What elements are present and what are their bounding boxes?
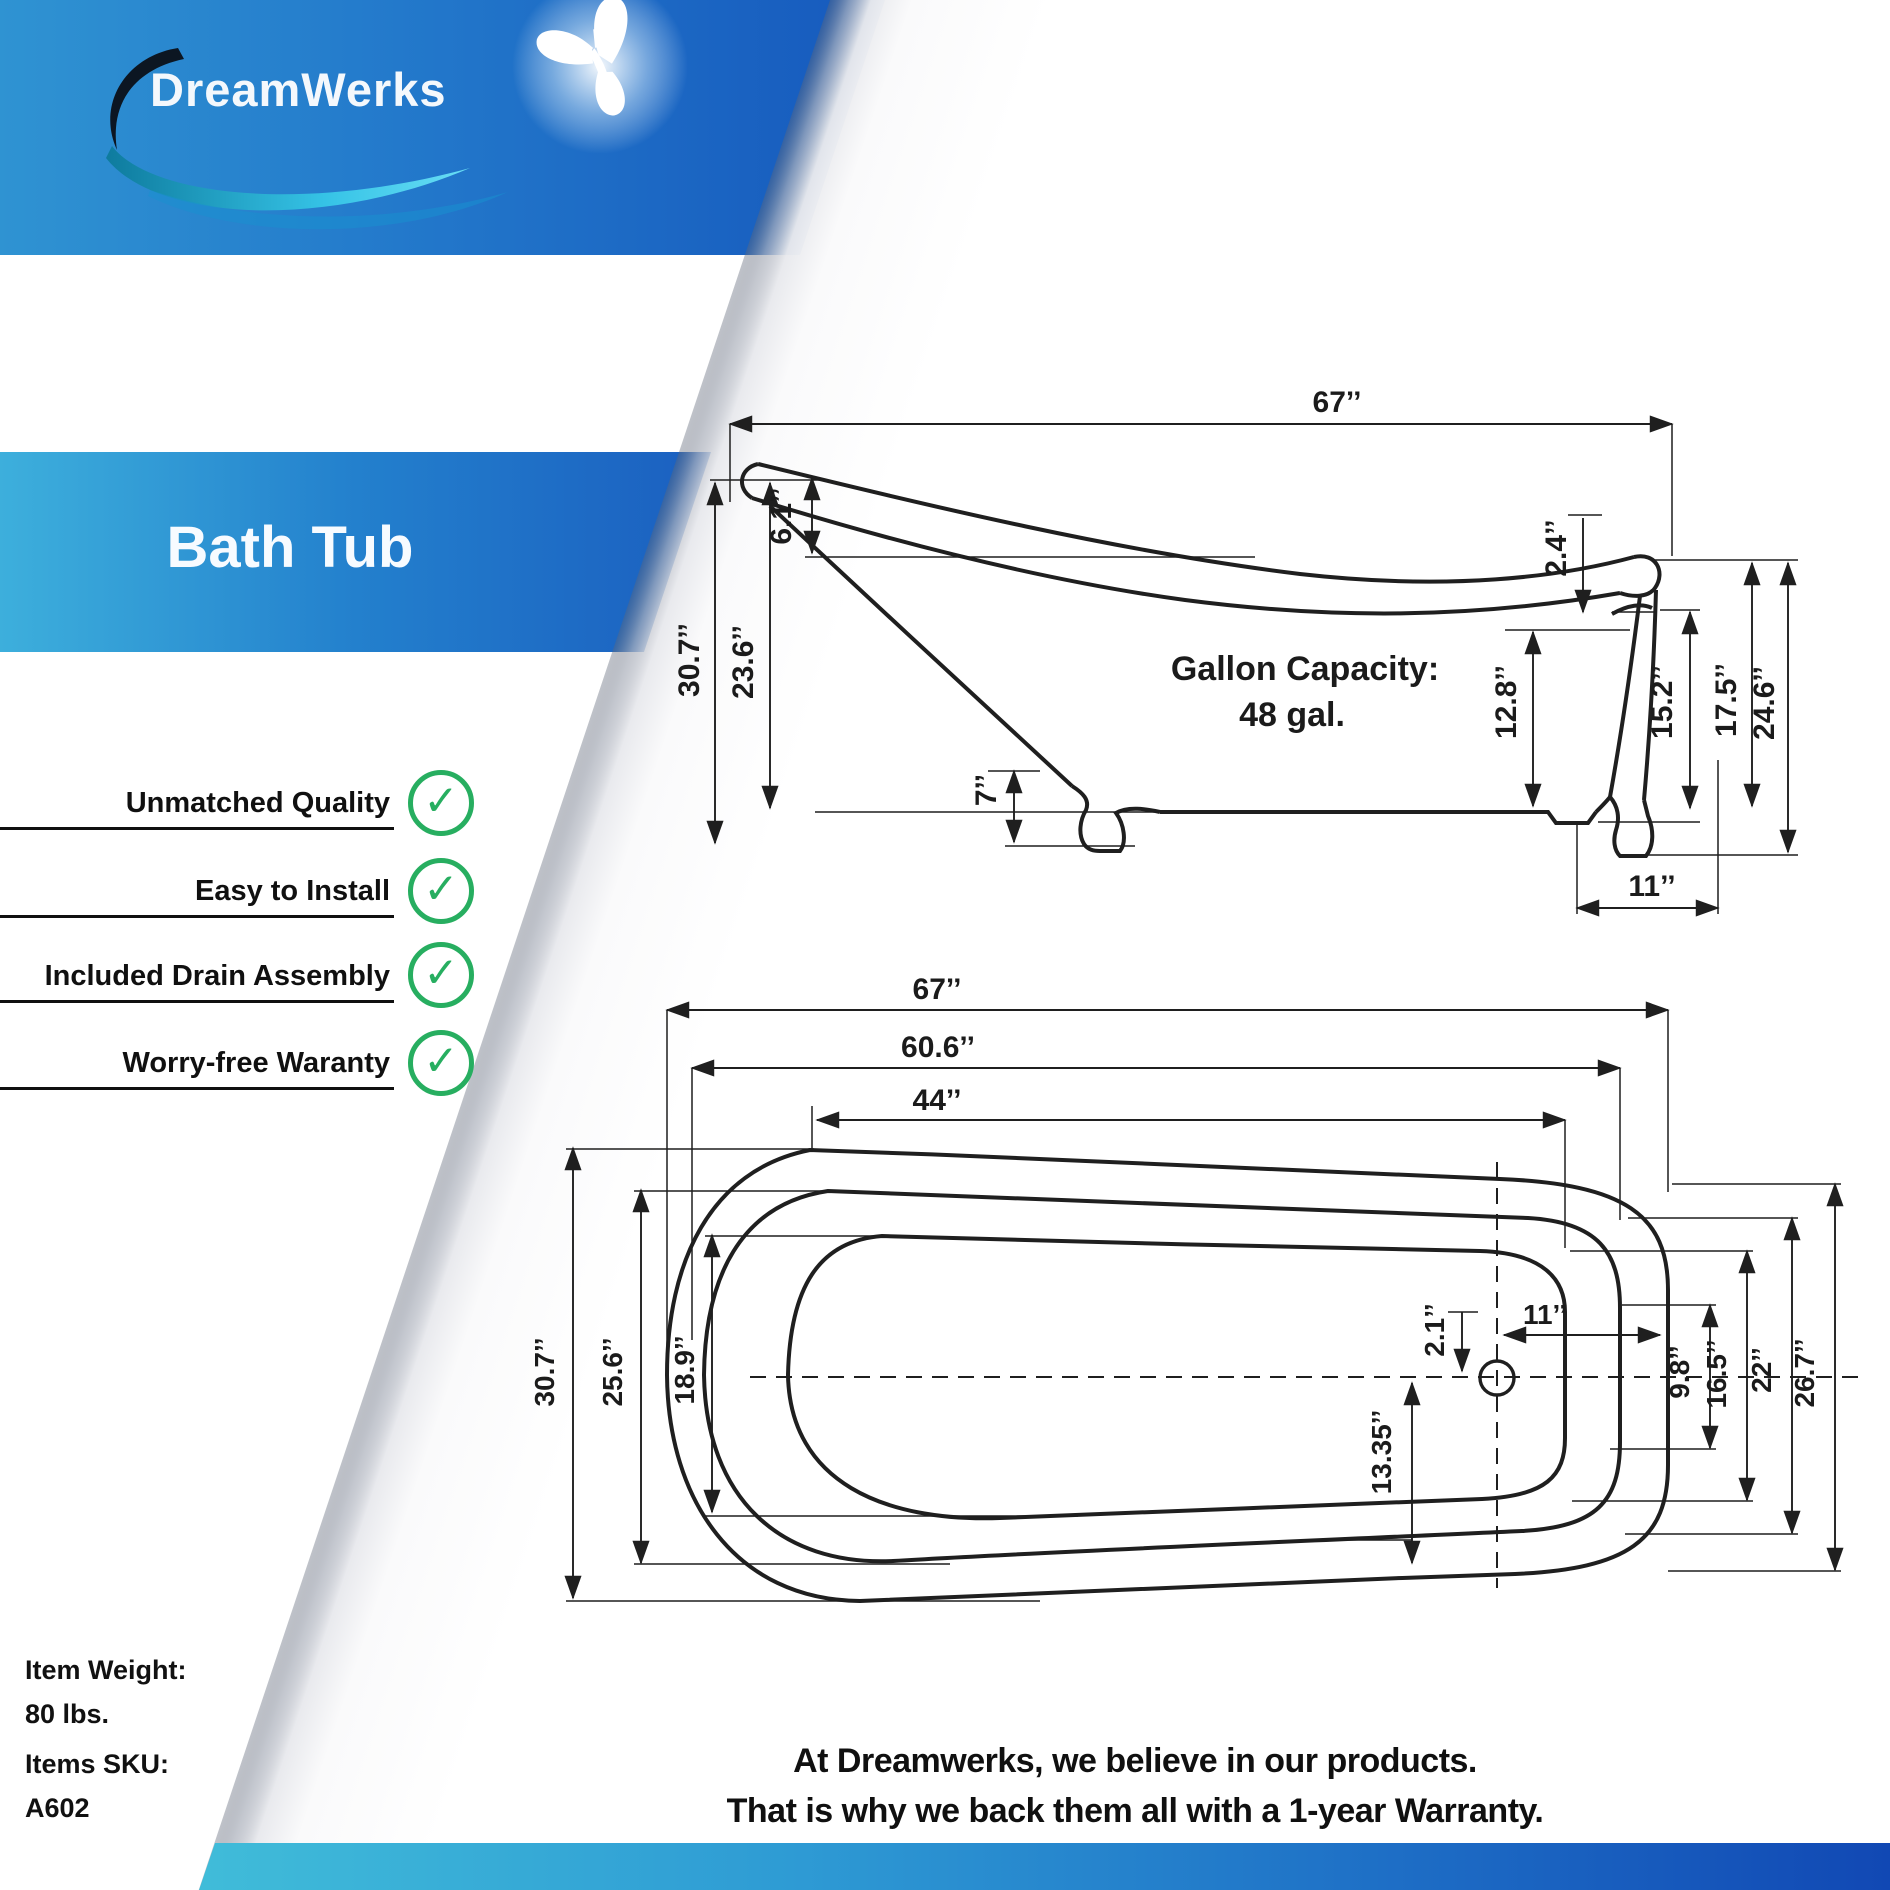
dim-label-side-length: 67’’ <box>1313 386 1362 419</box>
dim-label-top-drain-offset-x: 11’’ <box>1523 1299 1567 1330</box>
feature-label: Worry-free Waranty <box>122 1047 390 1079</box>
dim-label-top-width: 30.7’’ <box>529 1337 560 1406</box>
top-view <box>564 1001 1868 1604</box>
dim-label-side-depth: 12.8’’ <box>1490 665 1523 739</box>
tagline-line2: That is why we back them all with a 1-ye… <box>726 1792 1544 1830</box>
feature-underline <box>0 1087 394 1090</box>
check-icon: ✓ <box>408 942 474 1008</box>
feature-underline <box>0 827 394 830</box>
feature-underline <box>0 915 394 918</box>
dim-label-top-drain-offset-y: 2.1’’ <box>1419 1303 1450 1356</box>
dim-label-top-end-width: 26.7’’ <box>1789 1338 1820 1407</box>
dim-label-side-rim-height: 23.6’’ <box>727 625 760 699</box>
item-info: Item Weight: 80 lbs. Items SKU: A602 <box>25 1648 355 1830</box>
tagline: At Dreamwerks, we believe in our product… <box>560 1736 1710 1836</box>
dim-label-top-rim-length: 60.6’’ <box>901 1031 975 1064</box>
item-sku-value: A602 <box>25 1793 90 1823</box>
top-view-labels: 67’’ 60.6’’ 44’’ 30.7’’ 25.6’’ 18.9’’ 2.… <box>529 973 1820 1494</box>
dim-label-top-end-flat: 9.8’’ <box>1664 1345 1695 1398</box>
capacity-line1: Gallon Capacity: <box>1171 650 1439 688</box>
title-banner <box>0 452 711 652</box>
feature-label: Included Drain Assembly <box>44 960 390 992</box>
dim-label-top-drain-to-end: 13.35’’ <box>1366 1410 1397 1495</box>
check-icon: ✓ <box>408 770 474 836</box>
capacity-note: Gallon Capacity: 48 gal. <box>1171 650 1439 734</box>
page-title: Bath Tub <box>166 515 414 580</box>
item-weight-label: Item Weight: <box>25 1655 187 1685</box>
check-icon: ✓ <box>408 1030 474 1096</box>
dim-label-side-foot-offset: 11’’ <box>1628 870 1675 903</box>
dim-label-top-basin-width: 18.9’’ <box>669 1335 700 1404</box>
butterfly-icon <box>536 0 628 116</box>
dim-label-top-length: 67’’ <box>913 973 962 1006</box>
feature-underline <box>0 1000 394 1003</box>
logo-swoosh-icon <box>106 48 508 230</box>
dim-label-top-end-rim-width: 22’’ <box>1746 1347 1777 1393</box>
capacity-line2: 48 gal. <box>1239 696 1345 734</box>
side-view-labels: 67’’ 30.7’’ 23.6’’ 6.1’’ 7’’ 2.4’’ 12.8’… <box>673 386 1781 903</box>
dim-label-side-back-rim-drop: 2.4’’ <box>1540 519 1573 576</box>
dim-label-top-rim-width: 25.6’’ <box>597 1337 628 1406</box>
tagline-line1: At Dreamwerks, we believe in our product… <box>793 1742 1477 1780</box>
feature-label: Unmatched Quality <box>125 787 390 819</box>
bottom-bar <box>199 1843 1890 1890</box>
dim-label-side-right-height-1: 17.5’’ <box>1710 663 1743 737</box>
feature-label: Easy to Install <box>194 875 390 907</box>
dim-label-top-basin-length: 44’’ <box>913 1084 962 1117</box>
item-weight-value: 80 lbs. <box>25 1699 110 1729</box>
item-sku-label: Items SKU: <box>25 1749 170 1779</box>
dim-label-side-right-height-2: 24.6’’ <box>1748 666 1781 740</box>
dim-label-side-foot-height: 7’’ <box>970 774 1003 806</box>
dim-label-top-end-basin-width: 16.5’’ <box>1701 1339 1732 1408</box>
brand-logo: DreamWerks <box>150 63 447 116</box>
check-icon: ✓ <box>408 858 474 924</box>
dim-label-side-lip-drop: 6.1’’ <box>765 487 798 544</box>
dim-label-side-overall-height: 30.7’’ <box>673 623 706 697</box>
dim-label-side-rear-rim-height: 15.2’’ <box>1646 665 1679 739</box>
side-view <box>706 415 1798 917</box>
